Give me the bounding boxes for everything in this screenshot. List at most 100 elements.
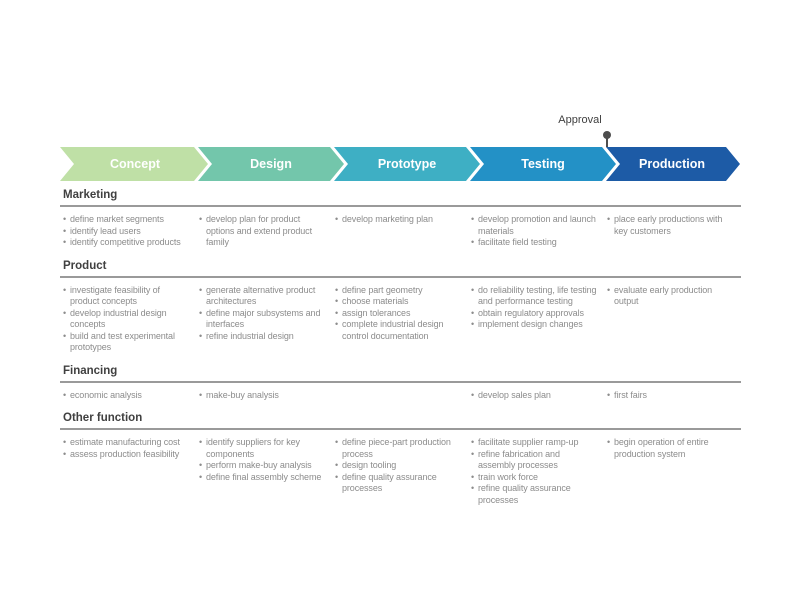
bullet-item: •build and test experimental prototypes [63, 331, 191, 354]
bullet-text: identify suppliers for key components [206, 437, 300, 459]
bullet-item: •define major subsystems and interfaces [199, 308, 327, 331]
cell-testing: •do reliability testing, life testing an… [468, 285, 604, 331]
bullet-item: •economic analysis [63, 390, 191, 402]
bullet-text: define part geometry [342, 284, 423, 295]
bullet-icon: • [471, 214, 475, 224]
row-cells: •economic analysis•make-buy analysis•dev… [60, 390, 741, 402]
cell-concept: •economic analysis [60, 390, 196, 402]
bullet-icon: • [199, 284, 203, 295]
bullet-text: facilitate supplier ramp-up [478, 437, 579, 447]
bullet-text: estimate manufacturing cost [70, 437, 180, 447]
bullet-item: •evaluate early production output [607, 285, 735, 308]
cell-production: •first fairs [604, 390, 740, 402]
bullet-icon: • [471, 483, 475, 493]
bullet-item: •facilitate field testing [471, 237, 599, 249]
bullet-text: develop industrial design concepts [70, 307, 167, 330]
bullet-item: •complete industrial design control docu… [335, 319, 463, 342]
approval-pin-icon [603, 131, 611, 139]
bullet-icon: • [335, 319, 339, 329]
bullet-item: •make-buy analysis [199, 390, 327, 402]
bullet-item: •define piece-part production process [335, 437, 463, 460]
cell-prototype: •define piece-part production process •de… [332, 437, 468, 495]
bullet-text: define final assembly scheme [206, 471, 322, 482]
bullet-text: economic analysis [70, 389, 142, 400]
bullet-text: make-buy analysis [206, 389, 279, 400]
bullet-item: •facilitate supplier ramp-up [471, 437, 599, 449]
bullet-icon: • [607, 437, 611, 447]
bullet-icon: • [471, 307, 475, 318]
bullet-item: •develop marketing plan [335, 214, 463, 226]
bullet-text: refine quality assurance processes [478, 483, 571, 505]
bullet-text: perform make-buy analysis [206, 460, 312, 470]
bullet-item: •assign tolerances [335, 308, 463, 320]
bullet-item: •obtain regulatory approvals [471, 308, 599, 320]
bullet-item: •identify lead users [63, 226, 191, 238]
bullet-text: develop marketing plan [342, 214, 433, 224]
cell-prototype: •define part geometry•choose materials•a… [332, 285, 468, 343]
bullet-icon: • [335, 214, 339, 224]
row-rule [60, 428, 741, 430]
bullet-text: assess production feasibility [70, 448, 180, 459]
bullet-text: refine industrial design [206, 330, 294, 341]
bullet-item: •refine industrial design [199, 331, 327, 343]
bullet-text: do reliability testing, life testing and… [478, 284, 597, 307]
bullet-text: complete industrial design control docum… [342, 319, 444, 341]
bullet-icon: • [199, 389, 203, 400]
bullet-icon: • [63, 214, 67, 224]
bullet-text: generate alternative product architectur… [206, 284, 316, 307]
cell-design: •make-buy analysis [196, 390, 332, 402]
bullet-item: •develop promotion and launch materials [471, 214, 599, 237]
phase-label: Testing [521, 157, 565, 171]
bullet-icon: • [471, 237, 475, 247]
bullet-item: •define quality assurance processes [335, 472, 463, 495]
bullet-icon: • [335, 307, 339, 318]
row-cells: •define market segments•identify lead us… [60, 214, 741, 249]
bullet-text: begin operation of entire production sys… [614, 437, 709, 459]
bullet-item: •develop sales plan [471, 390, 599, 402]
bullet-icon: • [63, 307, 67, 318]
row-rule [60, 380, 741, 383]
bullet-item: •choose materials [335, 296, 463, 308]
bullet-icon: • [63, 437, 67, 447]
bullet-text: obtain regulatory approvals [478, 307, 584, 318]
bullet-text: evaluate early production output [614, 284, 713, 307]
bullet-icon: • [199, 471, 203, 482]
approval-label: Approval [558, 114, 602, 126]
row-product: Product•investigate feasibility of produ… [60, 260, 741, 354]
bullet-item: •first fairs [607, 390, 735, 402]
bullet-text: implement design changes [478, 319, 583, 329]
cell-testing: •develop promotion and launch materials•… [468, 214, 604, 249]
bullet-icon: • [63, 330, 67, 341]
bullet-text: investigate feasibility of product conce… [70, 284, 160, 307]
bullet-item: •identify competitive products [63, 237, 191, 249]
bullet-icon: • [471, 319, 475, 329]
phase-arrow-testing: Testing [470, 147, 616, 181]
bullet-text: develop plan for product options and ext… [206, 214, 312, 247]
phase-label: Concept [110, 157, 160, 171]
bullet-icon: • [199, 330, 203, 341]
row-marketing: Marketing•define market segments•identif… [60, 189, 741, 249]
bullet-icon: • [335, 296, 339, 306]
phase-arrow-prototype: Prototype [334, 147, 480, 181]
phase-arrow-concept: Concept [60, 147, 208, 181]
row-label-marketing: Marketing [63, 189, 118, 201]
bullet-item: •define final assembly scheme [199, 472, 327, 484]
cell-production: •place early productions with key custom… [604, 214, 740, 237]
bullet-text: build and test experimental prototypes [70, 330, 175, 353]
row-label-financing: Financing [63, 364, 118, 377]
bullet-text: design tooling [342, 460, 397, 470]
phase-arrow-production: Production [606, 147, 740, 181]
cell-design: • identify suppliers for key components•p… [196, 437, 332, 483]
bullet-text: first fairs [614, 389, 647, 400]
bullet-icon: • [607, 214, 611, 224]
row-label-product: Product [63, 259, 107, 272]
bullet-icon: • [199, 214, 203, 224]
bullet-text: identify competitive products [70, 237, 181, 247]
bullet-item: •refine quality assurance processes [471, 483, 599, 506]
bullet-item: •perform make-buy analysis [199, 460, 327, 472]
bullet-icon: • [199, 307, 203, 318]
cell-testing: •facilitate supplier ramp-up•refine fabr… [468, 437, 604, 506]
bullet-text: define market segments [70, 214, 164, 224]
cell-concept: •define market segments •identify lead us… [60, 214, 196, 249]
